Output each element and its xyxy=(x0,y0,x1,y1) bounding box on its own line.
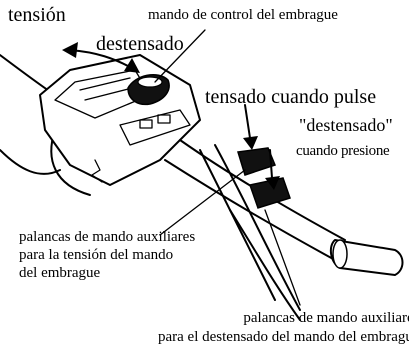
grip-end xyxy=(332,239,348,269)
label-clutch-control: mando de control del embrague xyxy=(148,7,338,23)
aux-destensado-line-1: palancas de mando auxiliares xyxy=(243,310,409,326)
handle-grip xyxy=(329,239,404,276)
panel-slot-1 xyxy=(79,77,131,91)
knob-highlight xyxy=(137,76,163,88)
control-console xyxy=(39,54,201,186)
spring-detail xyxy=(91,159,103,183)
label-destensado-quoted: "destensado" xyxy=(299,115,393,135)
lever-rod-3 xyxy=(229,209,301,321)
clutch-pointer-line xyxy=(154,29,206,83)
leader-aux-tension xyxy=(159,169,246,236)
aux-tension-line-1: palancas de mando auxiliares xyxy=(19,229,196,245)
lever-rod-2 xyxy=(214,144,301,311)
leader-aux-destensado xyxy=(264,209,301,306)
aux-tension-line-2: para la tensión del mando xyxy=(19,247,174,263)
aux-lever-tension xyxy=(237,147,276,176)
label-cuando-presione: cuando presione xyxy=(296,143,390,159)
aux-tension-line-3: del embrague xyxy=(19,265,101,281)
press-arrow-1-shaft xyxy=(244,104,251,139)
guard-edge xyxy=(0,149,61,175)
label-tension: tensión xyxy=(8,4,66,26)
press-arrow-1-head xyxy=(243,136,258,150)
label-aux-levers-tension: palancas de mando auxiliares para la ten… xyxy=(19,228,195,282)
aux-destensado-line-2: para el destensado del mando del embragu… xyxy=(158,329,409,345)
press-arrow-2-shaft xyxy=(269,149,273,179)
press-arrow-2-head xyxy=(265,176,280,190)
label-tensado-cuando-pulse: tensado cuando pulse xyxy=(205,86,377,108)
arrow-right-head xyxy=(124,58,140,73)
label-aux-levers-destensado: palancas de mando auxiliares para el des… xyxy=(158,309,409,347)
console-button-2 xyxy=(157,114,171,124)
arrow-left-head xyxy=(62,42,78,58)
lever-rod-1 xyxy=(199,149,276,301)
console-button-1 xyxy=(139,119,153,129)
label-destensado: destensado xyxy=(96,33,184,55)
